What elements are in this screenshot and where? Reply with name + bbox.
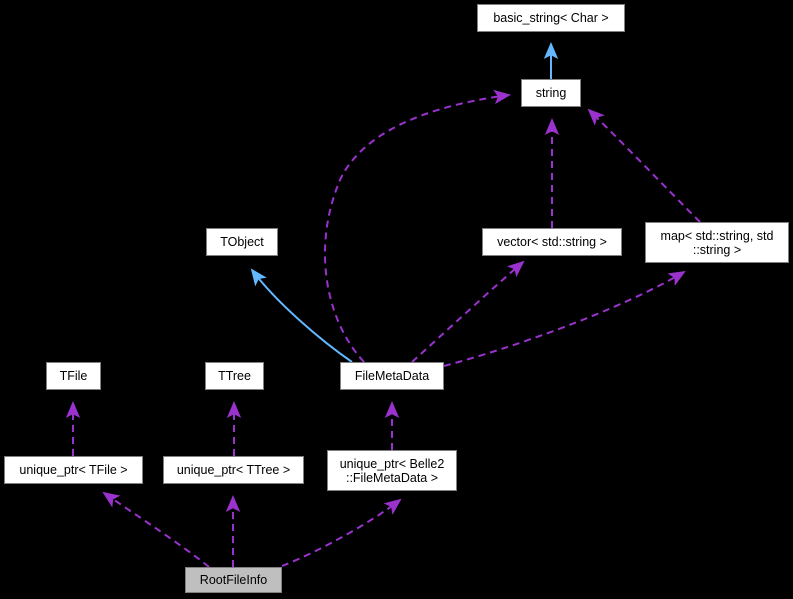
edge-filemetadata-to-vector_string (411, 260, 525, 363)
edge-rootfileinfo-to-unique_ptr_tfile (102, 491, 210, 568)
class-node-unique_ptr_ttree[interactable]: unique_ptr< TTree > (163, 456, 304, 484)
class-node-label: map< std::string, std ::string > (660, 228, 774, 257)
class-node-tfile[interactable]: TFile (46, 362, 101, 390)
class-node-label: vector< std::string > (497, 235, 607, 249)
edge-filemetadata-to-map_string_string (443, 270, 686, 367)
class-node-map_string_string[interactable]: map< std::string, std ::string > (645, 222, 789, 263)
class-node-unique_ptr_filemetadata[interactable]: unique_ptr< Belle2 ::FileMetaData > (327, 450, 457, 491)
class-node-label: unique_ptr< TFile > (19, 463, 128, 477)
class-node-label: TObject (220, 235, 264, 249)
class-node-basic_string[interactable]: basic_string< Char > (477, 4, 625, 32)
class-node-unique_ptr_tfile[interactable]: unique_ptr< TFile > (4, 456, 143, 484)
class-node-label: TTree (218, 369, 251, 383)
class-node-tobject[interactable]: TObject (206, 228, 278, 256)
class-node-string[interactable]: string (521, 79, 581, 107)
class-node-rootfileinfo[interactable]: RootFileInfo (185, 567, 282, 593)
class-node-label: string (535, 86, 567, 100)
edge-rootfileinfo-to-unique_ptr_filemetadata (281, 498, 402, 567)
class-node-label: FileMetaData (354, 369, 430, 383)
class-node-label: basic_string< Char > (493, 11, 609, 25)
class-node-ttree[interactable]: TTree (205, 362, 264, 390)
class-node-label: unique_ptr< Belle2 ::FileMetaData > (339, 456, 445, 485)
class-node-vector_string[interactable]: vector< std::string > (482, 228, 622, 256)
class-node-label: unique_ptr< TTree > (176, 463, 291, 477)
class-node-label: RootFileInfo (199, 573, 268, 587)
edge-filemetadata-to-tobject (250, 268, 353, 363)
edge-map_string_string-to-string (587, 108, 701, 223)
class-node-filemetadata[interactable]: FileMetaData (340, 362, 444, 390)
class-node-label: TFile (59, 369, 88, 383)
